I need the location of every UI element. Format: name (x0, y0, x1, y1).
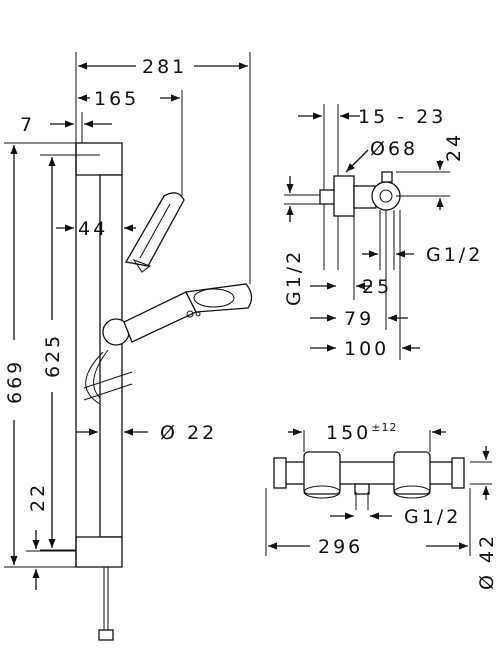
dim-150: 150±12 (288, 421, 446, 444)
dim-25: 25 (310, 216, 392, 300)
bottom-offset-label: 22 (27, 482, 49, 512)
center-tolerance-label: ±12 (371, 421, 397, 434)
dim-15-23: 15 - 23 (298, 106, 446, 128)
dim-g12-left: G1/2 (283, 176, 305, 306)
dim-outlet-thread: G1/2 (330, 506, 461, 528)
rail-height-label: 625 (42, 333, 64, 378)
rail-width-label: 281 (142, 56, 187, 78)
dim-rail-diameter: Ø 22 (76, 422, 217, 444)
height-offset-label: 24 (443, 132, 465, 162)
handshower-head (185, 283, 253, 313)
dim-669: 669 (4, 142, 76, 568)
dim-79: 79 (310, 210, 408, 330)
wall-clearance-label: 7 (20, 114, 35, 136)
thermostat-drawing (265, 430, 492, 556)
dim-g12-right: G1/2 (362, 210, 483, 270)
rail-diameter-label: Ø 22 (160, 422, 217, 444)
wall-flange (333, 175, 355, 217)
connector-nut (371, 181, 401, 211)
depth-79-label: 79 (344, 308, 374, 330)
dim-296: 296 (268, 536, 468, 558)
outlet-thread-label: G1/2 (404, 506, 461, 528)
connection-side-view (284, 104, 401, 270)
dim-625: 625 (40, 154, 100, 551)
flange-diameter-label: Ø68 (370, 138, 418, 160)
dim-7: 7 (20, 112, 112, 143)
center-distance-label: 150±12 (326, 421, 397, 444)
flow-handle (393, 451, 431, 495)
bracket-offset-label: 44 (78, 218, 108, 240)
dim-body-diameter: Ø 42 (476, 446, 496, 590)
adjustment-range-label: 15 - 23 (358, 106, 446, 128)
handshower-offset-label: 165 (94, 88, 139, 110)
thread-left-label: G1/2 (283, 249, 305, 306)
total-height-label: 669 (4, 359, 26, 404)
dim-44: 44 (56, 214, 136, 240)
body-length-label: 296 (318, 536, 363, 558)
dim-24: 24 (396, 132, 465, 210)
shower-set-drawing (75, 142, 253, 641)
temperature-handle (303, 451, 341, 495)
top-wall-bracket (75, 142, 123, 176)
dim-22-bottom: 22 (26, 482, 76, 590)
depth-25-label: 25 (362, 276, 392, 298)
bottom-wall-bracket (75, 536, 123, 568)
dim-flange-diameter: Ø68 (345, 138, 418, 173)
dim-281: 281 (75, 52, 251, 284)
body-diameter-label: Ø 42 (476, 533, 496, 590)
dim-100: 100 (310, 210, 420, 360)
dim-165: 165 (78, 88, 183, 196)
depth-100-label: 100 (344, 338, 389, 360)
thread-right-label: G1/2 (426, 244, 483, 266)
